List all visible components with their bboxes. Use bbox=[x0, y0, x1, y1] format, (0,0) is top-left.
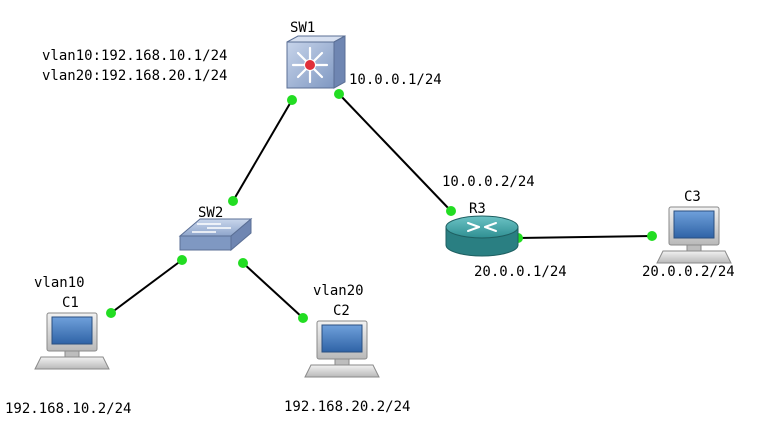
c3-device[interactable]: C3 bbox=[656, 189, 732, 264]
sw1-name: SW1 bbox=[290, 20, 315, 36]
c2-ip-label: 192.168.20.2/24 bbox=[284, 399, 410, 415]
sw2-device[interactable]: SW2 bbox=[178, 205, 253, 252]
link-r3-c3[interactable] bbox=[517, 235, 653, 239]
layer2-switch-icon bbox=[178, 217, 253, 252]
sw2-name: SW2 bbox=[198, 205, 223, 221]
c1-vlan-label: vlan10 bbox=[34, 275, 85, 291]
sw1-vlan10-label: vlan10:192.168.10.1/24 bbox=[42, 48, 227, 64]
pc-icon bbox=[34, 312, 110, 370]
c1-name: C1 bbox=[62, 295, 79, 311]
port-dot bbox=[446, 206, 456, 216]
r3-right-ip-label: 20.0.0.1/24 bbox=[474, 264, 567, 280]
link-sw1-r3[interactable] bbox=[338, 93, 452, 212]
sw1-device[interactable]: SW1 bbox=[286, 20, 346, 89]
link-sw1-sw2[interactable] bbox=[232, 99, 293, 202]
port-indicators bbox=[106, 89, 657, 323]
layer3-switch-icon bbox=[286, 35, 346, 89]
c1-ip-label: 192.168.10.2/24 bbox=[5, 401, 131, 417]
port-dot bbox=[228, 196, 238, 206]
r3-name: R3 bbox=[469, 201, 486, 217]
router-icon bbox=[445, 215, 519, 257]
port-dot bbox=[287, 95, 297, 105]
pc-icon bbox=[304, 320, 380, 378]
port-dot bbox=[106, 308, 116, 318]
address-labels: vlan10:192.168.10.1/24 vlan20:192.168.20… bbox=[5, 48, 735, 417]
sw1-vlan20-label: vlan20:192.168.20.1/24 bbox=[42, 68, 227, 84]
c2-name: C2 bbox=[333, 303, 350, 319]
port-dot bbox=[177, 255, 187, 265]
c1-device[interactable]: C1 bbox=[34, 295, 110, 370]
c2-device[interactable]: C2 bbox=[304, 303, 380, 378]
link-sw2-c1[interactable] bbox=[110, 259, 183, 314]
c3-ip-label: 20.0.0.2/24 bbox=[642, 264, 735, 280]
c2-vlan-label: vlan20 bbox=[313, 283, 364, 299]
c3-name: C3 bbox=[684, 189, 701, 205]
port-dot bbox=[647, 231, 657, 241]
links bbox=[110, 93, 653, 319]
sw1-uplink-ip-label: 10.0.0.1/24 bbox=[349, 72, 442, 88]
port-dot bbox=[334, 89, 344, 99]
link-sw2-c2[interactable] bbox=[242, 262, 304, 319]
r3-device[interactable]: R3 bbox=[445, 201, 519, 257]
port-dot bbox=[298, 313, 308, 323]
port-dot bbox=[238, 258, 248, 268]
r3-left-ip-label: 10.0.0.2/24 bbox=[442, 174, 535, 190]
pc-icon bbox=[656, 206, 732, 264]
